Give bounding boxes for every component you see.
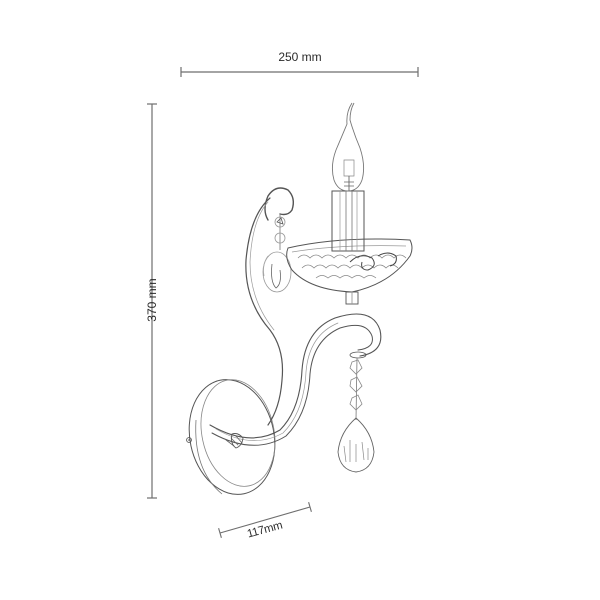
decorative-scroll xyxy=(245,187,295,426)
screw-icon xyxy=(186,437,192,443)
drip-bowl xyxy=(286,238,413,293)
wall-plate xyxy=(188,379,276,495)
right-crystal-pendant xyxy=(337,351,375,473)
depth-dimension-line xyxy=(218,502,312,538)
bowl-stem xyxy=(345,291,359,305)
width-dimension-label: 250 mm xyxy=(278,50,322,64)
height-dimension-label: 370 mm xyxy=(145,278,159,322)
main-arm xyxy=(209,313,382,447)
arm-collar xyxy=(231,433,244,449)
width-dimension-line xyxy=(180,67,419,77)
height-dimension-line xyxy=(147,103,157,499)
left-crystal-pendant xyxy=(262,214,292,293)
candle-bulb-icon xyxy=(331,102,365,192)
candle-sleeve xyxy=(331,190,365,252)
